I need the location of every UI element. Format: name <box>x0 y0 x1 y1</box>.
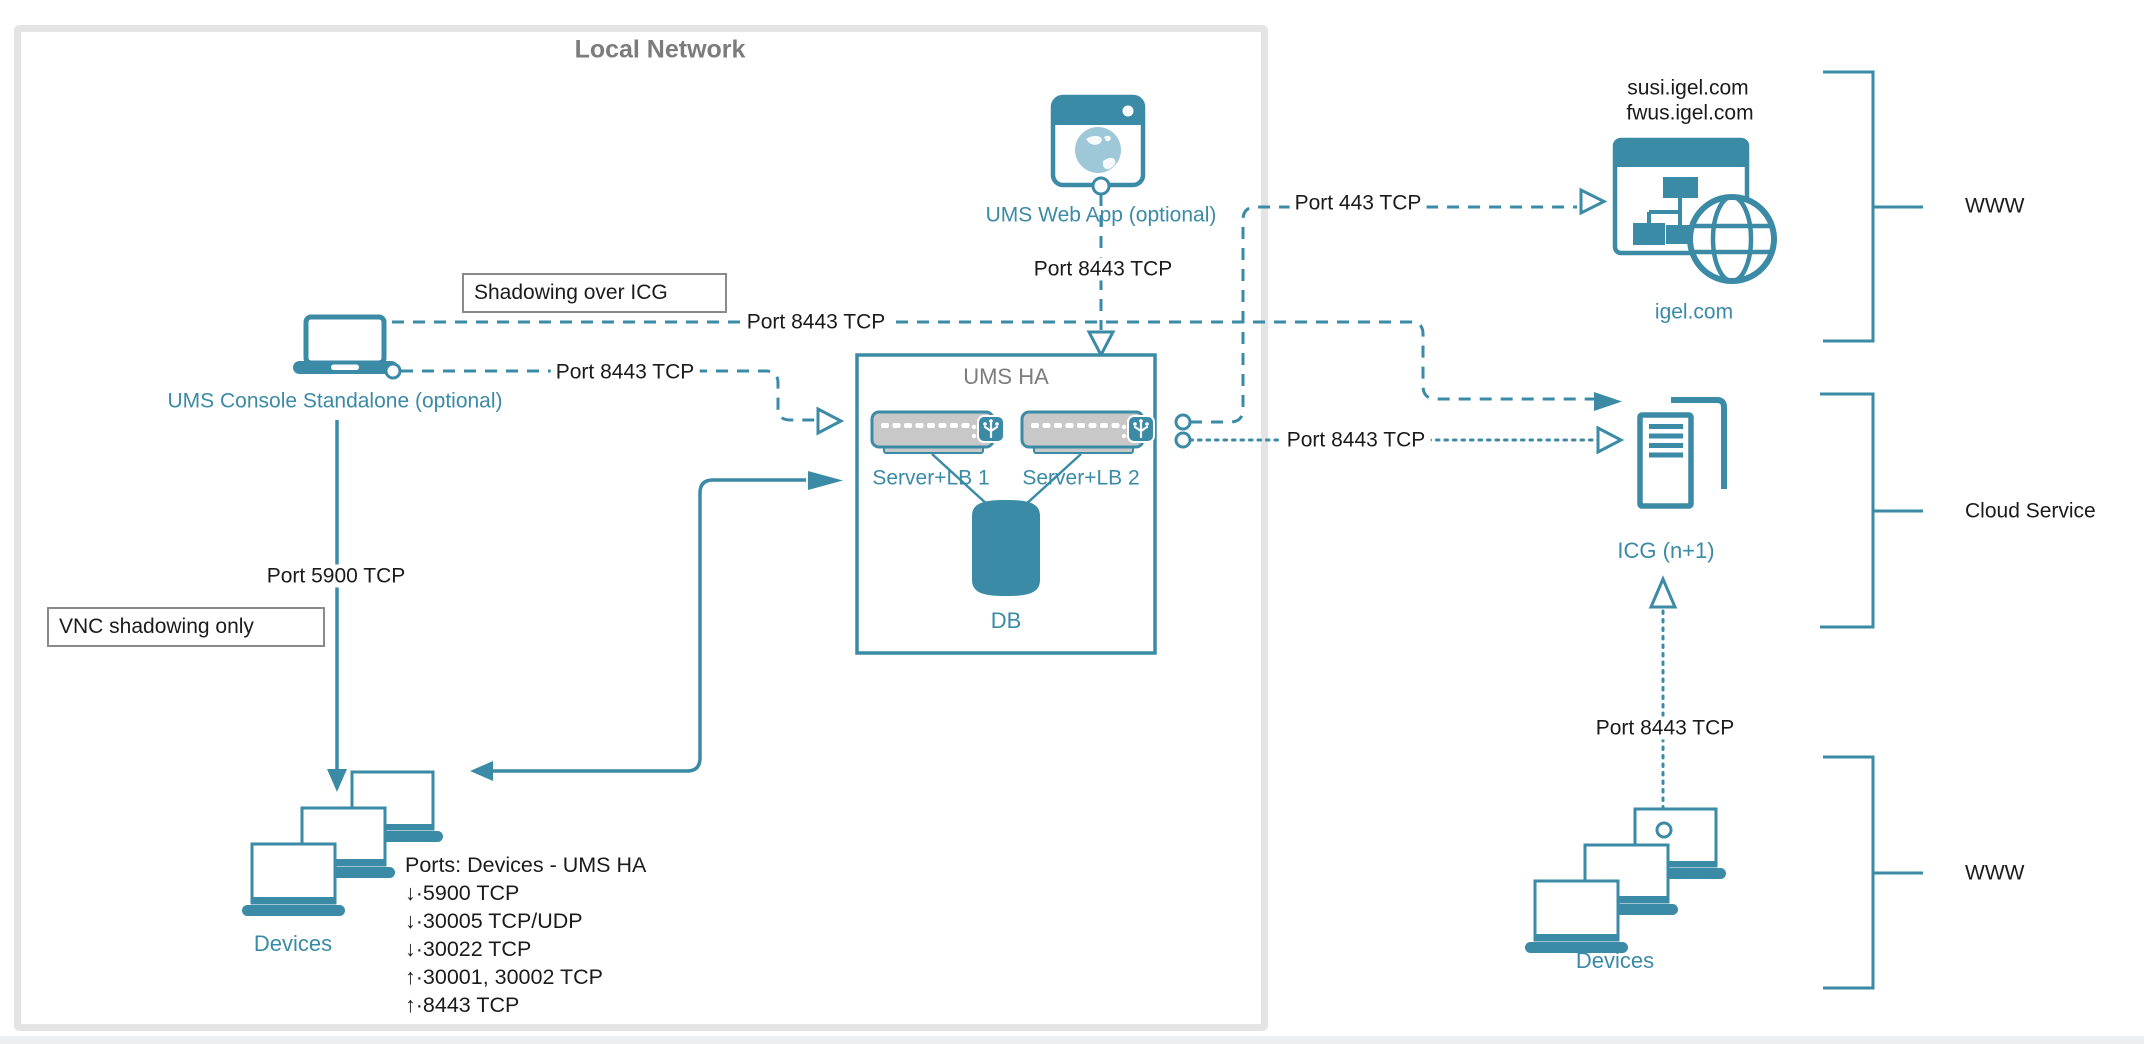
server-lb2-label: Server+LB 2 <box>1022 466 1140 490</box>
ports-list-item: ↓·30022 TCP <box>405 937 532 961</box>
port-label-devices-icg-8443: Port 8443 TCP <box>1590 716 1740 740</box>
igel-domain-susi: susi.igel.com <box>1627 76 1749 100</box>
connector-shadowing-over-icg <box>392 320 1622 411</box>
icg-label: ICG (n+1) <box>1617 537 1715 563</box>
port-label-icg-8443: Port 8443 TCP <box>1281 428 1431 452</box>
group-label-cloud: Cloud Service <box>1965 499 2096 523</box>
port-label-console-8443: Port 8443 TCP <box>550 360 700 384</box>
server-lb1-icon <box>870 410 1005 454</box>
connector-umsha-igel <box>1174 187 1608 431</box>
laptop-console-icon <box>293 314 402 380</box>
bracket-cloud <box>1820 392 1875 629</box>
ports-list-item: ↓·5900 TCP <box>405 881 520 905</box>
igelcom-icon <box>1612 137 1777 284</box>
console-label: UMS Console Standalone (optional) <box>167 389 503 413</box>
connector-devices-icg <box>1648 575 1678 839</box>
port-label-shadowing-8443: Port 8443 TCP <box>741 310 891 334</box>
bracket-www-top <box>1823 70 1875 343</box>
server-lb1-label: Server+LB 1 <box>872 466 990 490</box>
ports-list-item: ↑·30001, 30002 TCP <box>405 965 604 989</box>
devices-local-icon <box>242 770 443 916</box>
ports-list-item: ↓·30005 TCP/UDP <box>405 909 583 933</box>
vnc-callout: VNC shadowing only <box>47 607 325 647</box>
db-label: DB <box>990 607 1022 633</box>
devices-local-label: Devices <box>253 930 333 956</box>
devices-www-label: Devices <box>1575 947 1655 973</box>
bracket-www-bottom <box>1823 755 1875 990</box>
group-label-www-bottom: WWW <box>1965 861 2025 885</box>
local-network-frame <box>14 25 1268 1031</box>
local-network-title: Local Network <box>574 35 746 64</box>
group-label-www-top: WWW <box>1965 194 2025 218</box>
server-db-links <box>931 453 1082 507</box>
webapp-label: UMS Web App (optional) <box>985 203 1217 227</box>
connector-console-devices <box>327 420 347 792</box>
ports-list-item: ↑·8443 TCP <box>405 993 520 1017</box>
igel-domain-fwus: fwus.igel.com <box>1626 101 1754 125</box>
port-label-webapp-8443: Port 8443 TCP <box>1028 257 1178 281</box>
connector-devices-umsha <box>470 471 843 781</box>
webapp-icon <box>1050 94 1146 196</box>
port-label-igel-443: Port 443 TCP <box>1289 191 1427 215</box>
bottom-strip <box>0 1036 2144 1044</box>
port-label-vnc-5900: Port 5900 TCP <box>261 564 411 588</box>
server-lb2-icon <box>1020 410 1155 454</box>
ports-list: Ports: Devices - UMS HA ↓·5900 TCP ↓·300… <box>405 851 646 1019</box>
connector-console-umsha <box>401 369 845 436</box>
database-icon <box>972 500 1040 596</box>
icg-icon <box>1637 397 1727 509</box>
ums-ha-title: UMS HA <box>963 363 1049 389</box>
shadowing-callout: Shadowing over ICG <box>462 273 727 313</box>
devices-www-icon <box>1525 807 1726 953</box>
ports-list-title: Ports: Devices - UMS HA <box>405 853 647 877</box>
igel-label: igel.com <box>1654 300 1734 324</box>
